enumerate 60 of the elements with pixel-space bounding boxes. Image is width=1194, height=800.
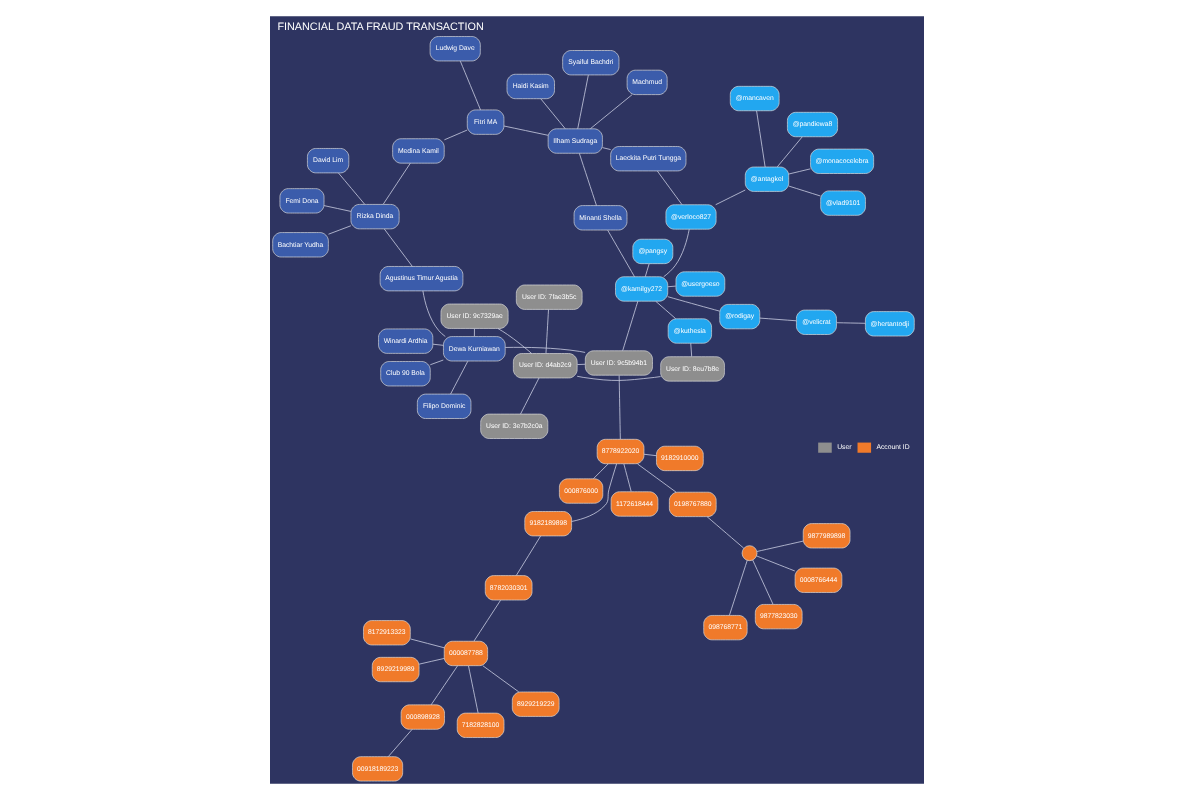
connector xyxy=(836,322,866,324)
connector xyxy=(788,185,821,197)
connector xyxy=(418,658,445,665)
connector xyxy=(410,638,445,649)
connector xyxy=(756,540,804,552)
connector xyxy=(637,463,677,493)
node-circle xyxy=(741,545,758,561)
connector xyxy=(576,363,586,365)
connector xyxy=(578,152,597,206)
connector xyxy=(515,535,541,576)
connector xyxy=(589,94,633,130)
connector xyxy=(444,129,468,141)
connector xyxy=(430,665,459,706)
connector xyxy=(602,147,612,150)
connector xyxy=(607,229,635,278)
connector xyxy=(577,74,589,130)
connector xyxy=(503,125,549,136)
connector xyxy=(540,98,566,130)
connector xyxy=(667,285,677,288)
connector xyxy=(776,136,803,168)
connector xyxy=(715,189,746,206)
connector xyxy=(482,665,520,693)
connector xyxy=(328,225,352,235)
connector xyxy=(450,360,469,395)
connector xyxy=(474,328,475,337)
connector xyxy=(667,296,720,312)
connector xyxy=(618,375,621,440)
connector xyxy=(382,162,411,205)
connector xyxy=(422,290,446,337)
connector xyxy=(432,343,444,346)
connector xyxy=(690,342,693,357)
connector xyxy=(729,559,748,616)
connector xyxy=(788,168,811,175)
connector xyxy=(622,300,639,352)
connector xyxy=(338,172,366,205)
connector xyxy=(592,463,609,480)
connector xyxy=(752,559,774,605)
connector xyxy=(576,375,661,381)
connector xyxy=(756,555,796,572)
connector xyxy=(756,110,766,168)
connector xyxy=(663,228,690,278)
connector xyxy=(459,60,481,111)
connector xyxy=(473,599,502,642)
connector xyxy=(429,359,444,366)
connector xyxy=(655,300,676,319)
connector xyxy=(571,463,618,522)
connector xyxy=(323,205,352,212)
connector xyxy=(706,516,745,549)
connector xyxy=(387,728,413,757)
connector xyxy=(643,453,657,457)
connector xyxy=(504,346,586,353)
connector xyxy=(657,170,683,206)
connector xyxy=(623,463,632,492)
connector xyxy=(383,228,413,267)
connector xyxy=(497,328,533,354)
connector xyxy=(759,317,797,322)
connector xyxy=(644,263,650,278)
connector xyxy=(468,665,479,714)
connector xyxy=(545,309,549,354)
connector xyxy=(520,377,540,415)
